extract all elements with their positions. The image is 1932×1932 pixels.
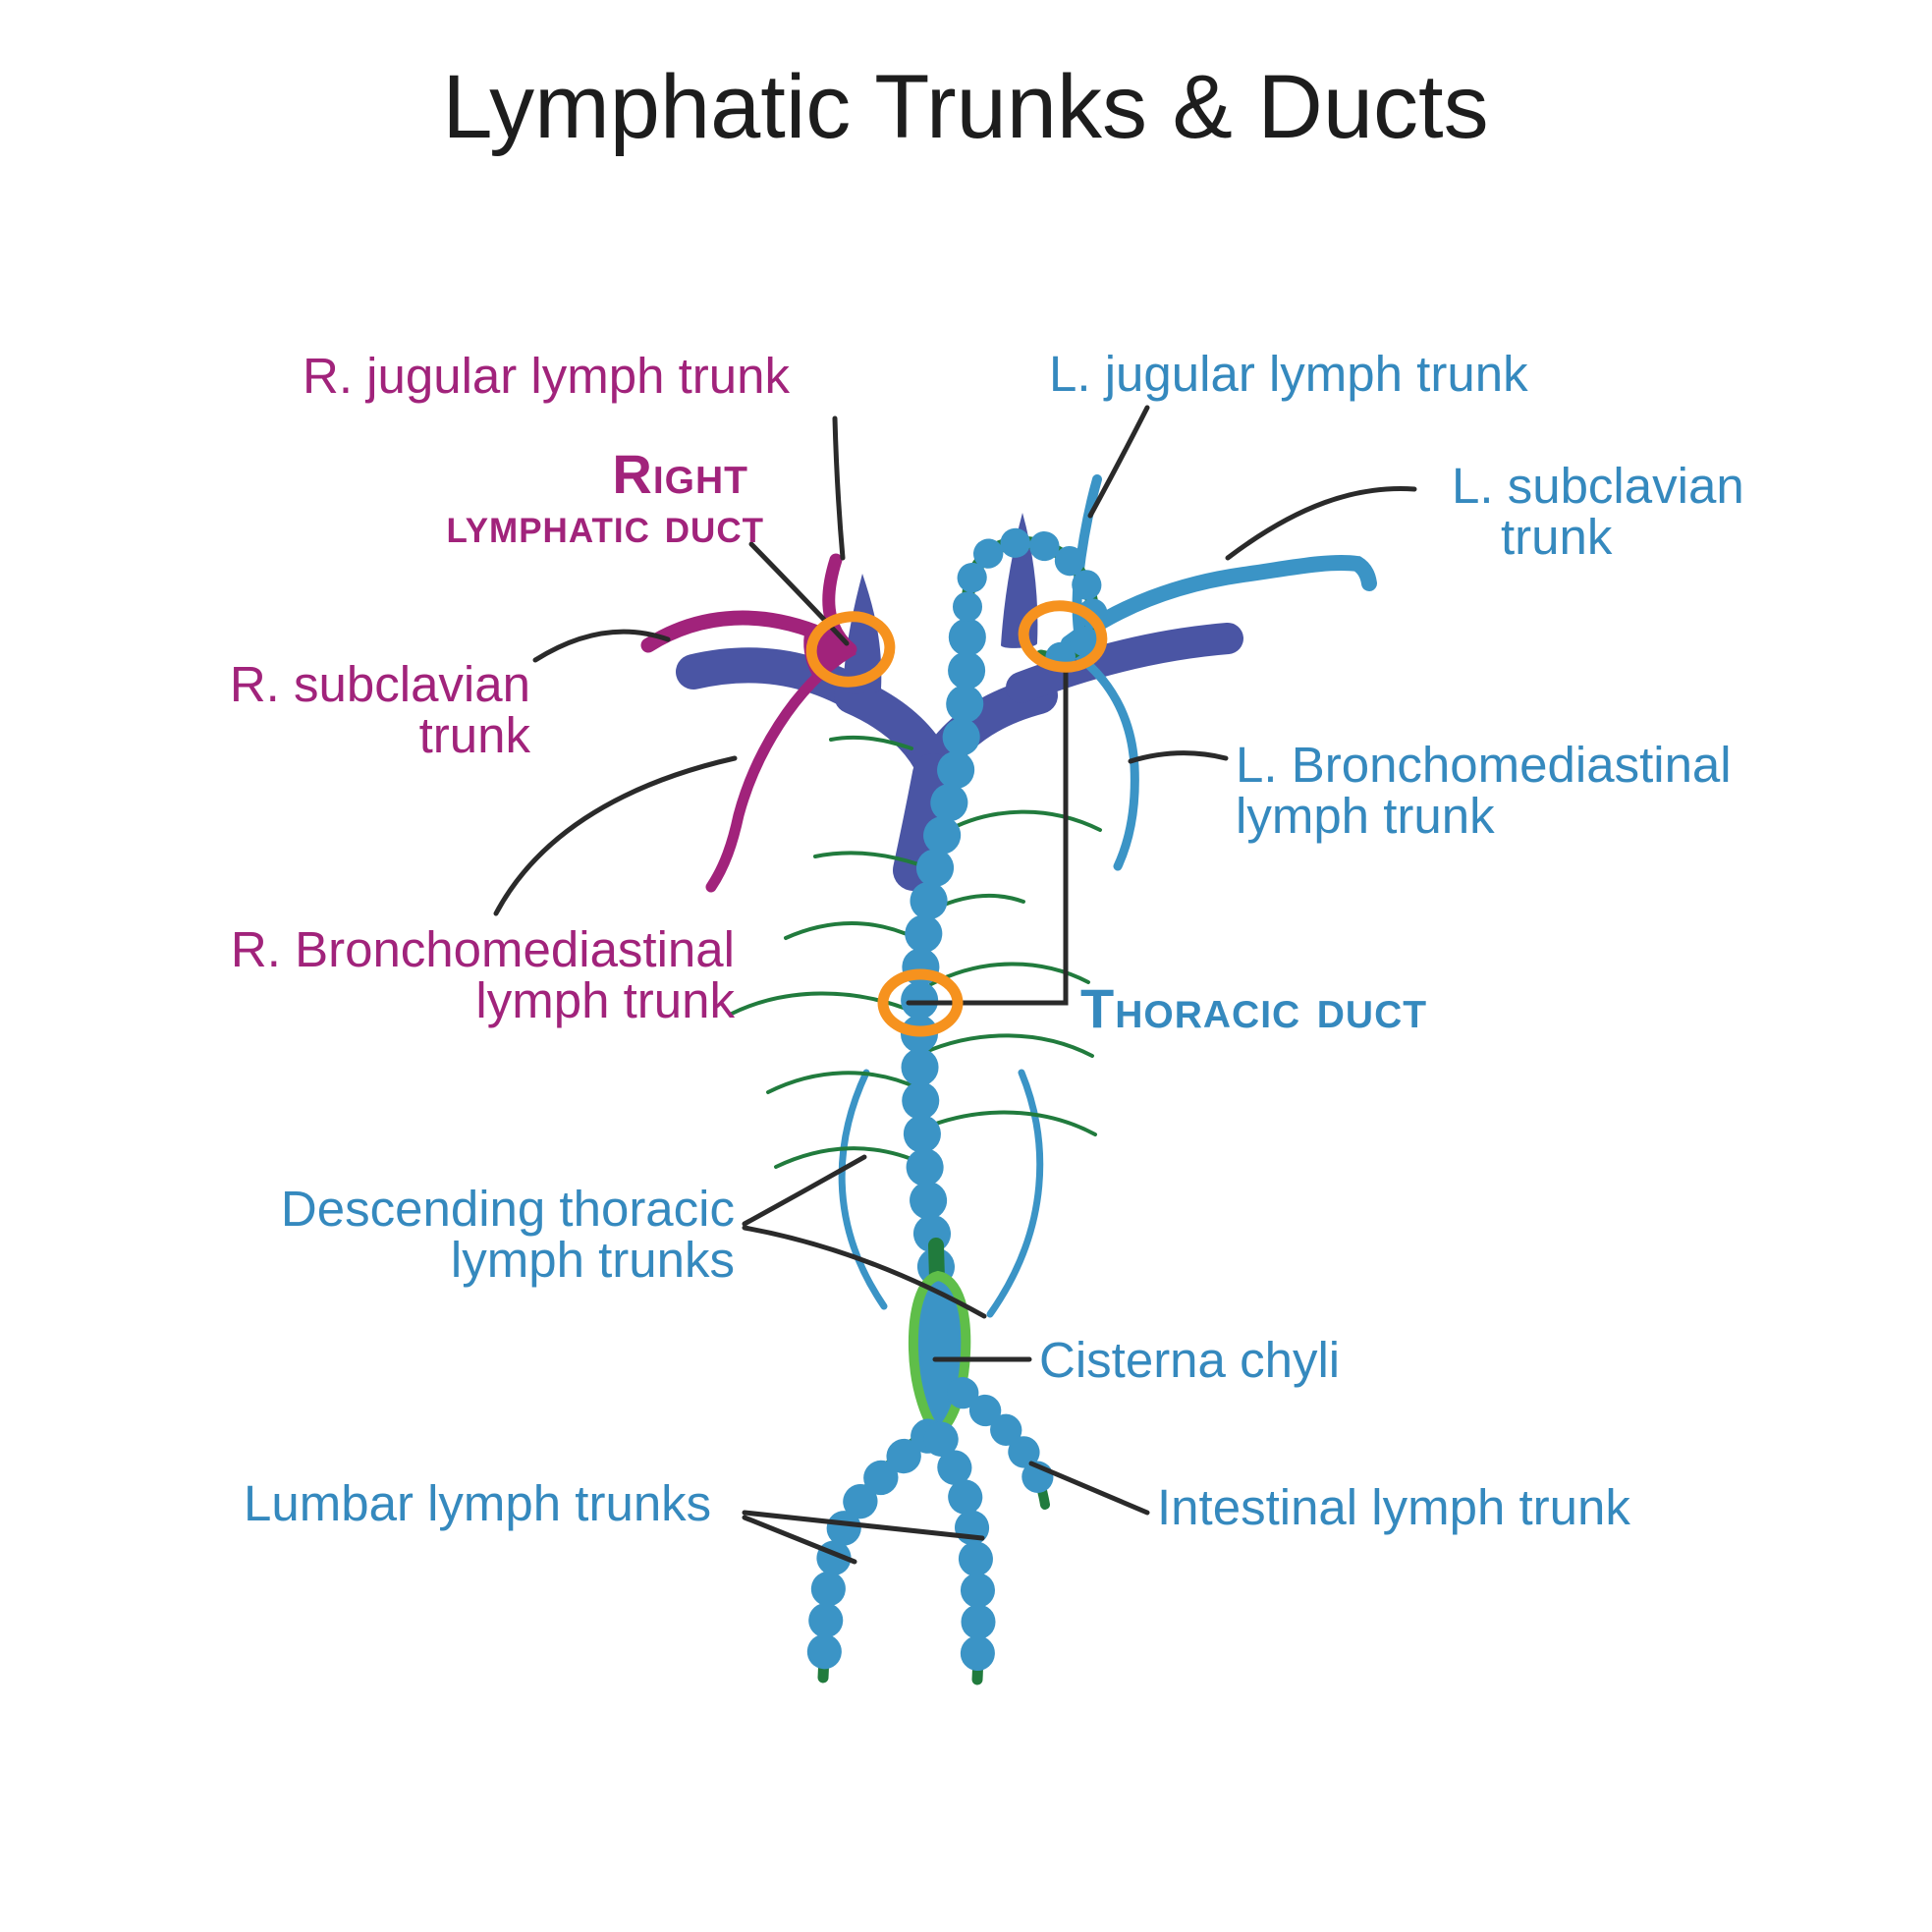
label-r-broncho-1: R. Bronchomediastinal xyxy=(231,921,735,977)
label-r-subclavian-1: R. subclavian xyxy=(230,656,530,712)
leader-lines xyxy=(493,405,1417,1565)
thoracic-duct-beads xyxy=(900,588,986,1286)
leader-right-lymphatic-duct xyxy=(748,541,850,646)
intercostal-arc xyxy=(730,991,915,1016)
intercostal-arc xyxy=(923,1110,1097,1136)
leader-descending-upper xyxy=(742,1154,867,1227)
thoracic-duct-arch-beads xyxy=(953,527,1108,673)
right-lymphatic-vessels xyxy=(640,553,857,893)
descending-thoracic-trunk-right xyxy=(986,1069,1044,1318)
label-l-broncho-2: lymph trunk xyxy=(1236,788,1495,844)
leader-descending-lower xyxy=(742,1225,987,1319)
leader-r-subclavian xyxy=(532,629,671,663)
leader-lumbar-left xyxy=(742,1515,857,1565)
label-descending-2: lymph trunks xyxy=(451,1232,735,1288)
lower-trunks-group xyxy=(806,1377,1057,1685)
thoracic-duct-ring xyxy=(877,968,964,1037)
label-l-jugular: L. jugular lymph trunk xyxy=(1049,346,1528,402)
intercostal-arc xyxy=(933,893,1025,911)
intercostal-arc xyxy=(929,962,1090,986)
label-descending-1: Descending thoracic xyxy=(281,1181,735,1237)
label-r-broncho-2: lymph trunk xyxy=(475,972,735,1028)
thoracic-duct-group xyxy=(900,527,1108,1286)
intercostal-arc xyxy=(813,851,920,866)
label-right-lymphatic-duct-1: Right xyxy=(612,443,748,505)
leader-lumbar-right xyxy=(742,1510,985,1541)
left-subclavian-vein xyxy=(1006,623,1243,703)
label-r-jugular: R. jugular lymph trunk xyxy=(303,348,791,404)
label-cisterna: Cisterna chyli xyxy=(1039,1332,1340,1388)
leader-r-jugular xyxy=(832,415,846,561)
label-lumbar: Lumbar lymph trunks xyxy=(244,1475,711,1531)
l-bronchomediastinal-trunk-vessel xyxy=(1066,645,1139,871)
r-bronchomediastinal-trunk-vessel xyxy=(705,646,855,893)
right-lumbar-trunk-beads xyxy=(923,1421,996,1676)
leader-r-bronchomediastinal xyxy=(493,755,738,916)
page-title: Lymphatic Trunks & Ducts xyxy=(442,57,1488,157)
descending-thoracic-trunk-left xyxy=(838,1069,888,1310)
leader-l-subclavian xyxy=(1225,486,1417,561)
leader-intestinal xyxy=(1028,1461,1150,1516)
intercostal-arc xyxy=(766,1071,920,1094)
intercostal-arc xyxy=(921,1033,1094,1058)
labels-group: Lymphatic Trunks & Ducts R. jugular lymp… xyxy=(230,57,1744,1535)
leader-l-bronchomediastinal xyxy=(1128,750,1229,764)
intercostal-arc xyxy=(829,735,913,750)
left-lumbar-trunk-beads xyxy=(806,1418,946,1674)
l-subclavian-trunk-vessel xyxy=(1061,555,1377,651)
label-r-subclavian-2: trunk xyxy=(419,707,531,763)
label-l-subclavian-2: trunk xyxy=(1501,509,1613,565)
left-duct-junction-ring xyxy=(1018,600,1108,673)
intercostal-arc xyxy=(784,921,917,940)
cisterna-chyli-body xyxy=(908,1270,971,1438)
intercostal-arc xyxy=(941,809,1102,835)
right-internal-jugular-vein xyxy=(843,574,882,694)
label-thoracic-duct: Thoracic duct xyxy=(1080,977,1427,1039)
label-l-subclavian-1: L. subclavian xyxy=(1452,458,1744,514)
superior-vena-cava-stub xyxy=(893,753,954,891)
highlight-rings xyxy=(805,600,1108,1037)
right-duct-junction-ring xyxy=(805,611,896,688)
leader-l-jugular xyxy=(1087,405,1150,519)
intercostal-arc xyxy=(774,1146,925,1169)
label-right-lymphatic-duct-2: lymphatic duct xyxy=(447,498,764,553)
label-l-broncho-1: L. Bronchomediastinal xyxy=(1236,737,1732,793)
intestinal-trunk-beads xyxy=(947,1377,1057,1503)
label-intestinal: Intestinal lymph trunk xyxy=(1157,1479,1630,1535)
